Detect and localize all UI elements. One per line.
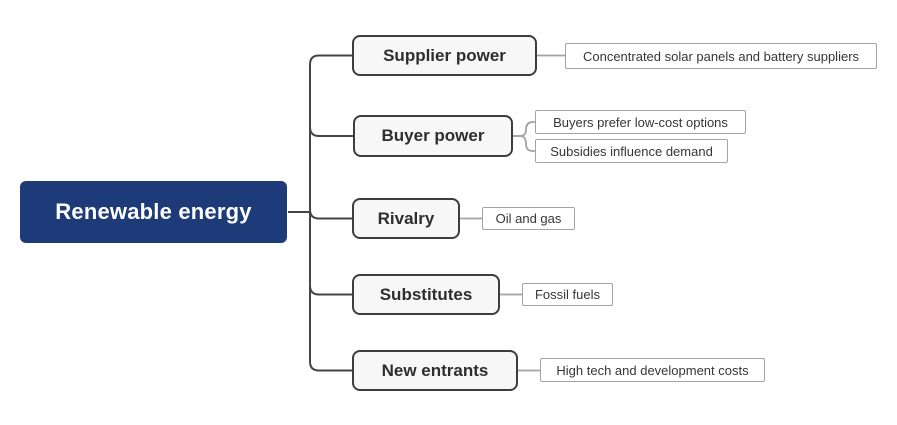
connector-buyer-to-leaf2 [513, 135, 535, 152]
connector-trunk-outer [309, 54, 352, 372]
leaf-node-buyer-power-detail-2[interactable]: Subsidies influence demand [535, 139, 728, 163]
connector-trunk-to-buyer [309, 126, 353, 137]
branch-node-supplier-power[interactable]: Supplier power [352, 35, 537, 76]
connector-buyer-to-leaf1 [513, 121, 535, 137]
branch-node-new-entrants[interactable]: New entrants [352, 350, 518, 391]
leaf-node-rivalry-detail[interactable]: Oil and gas [482, 207, 575, 230]
leaf-node-supplier-power-detail[interactable]: Concentrated solar panels and battery su… [565, 43, 877, 69]
root-node-renewable-energy[interactable]: Renewable energy [20, 181, 287, 243]
leaf-node-new-entrants-detail[interactable]: High tech and development costs [540, 358, 765, 382]
leaf-node-buyer-power-detail-1[interactable]: Buyers prefer low-cost options [535, 110, 746, 134]
branch-node-rivalry[interactable]: Rivalry [352, 198, 460, 239]
connector-trunk-to-substitutes [309, 285, 352, 296]
leaf-node-substitutes-detail[interactable]: Fossil fuels [522, 283, 613, 306]
branch-node-buyer-power[interactable]: Buyer power [353, 115, 513, 157]
branch-node-substitutes[interactable]: Substitutes [352, 274, 500, 315]
connector-trunk-to-rivalry [309, 209, 352, 220]
